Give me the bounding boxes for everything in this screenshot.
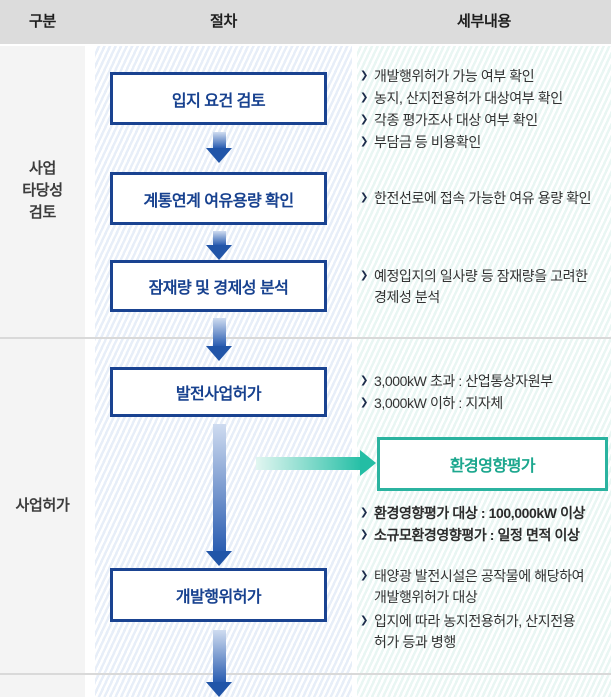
details-column-background xyxy=(357,46,611,697)
section-label-feasibility: 사업 타당성 검토 xyxy=(22,160,63,221)
detail-text: 각종 평가조사 대상 여부 확인 xyxy=(374,112,538,128)
down-arrow-icon xyxy=(206,132,232,163)
detail-text: 농지, 산지전용허가 대상여부 확인 xyxy=(374,90,563,106)
list-item: ❯ 각종 평가조사 대상 여부 확인 xyxy=(360,110,611,131)
detail-text: 개발행위허가 가능 여부 확인 xyxy=(374,68,535,84)
list-item: ❯ 3,000kW 초과 : 산업통상자원부 xyxy=(360,371,611,392)
flow-box-location-review: 입지 요건 검토 xyxy=(110,72,327,125)
section-divider xyxy=(0,337,611,339)
flow-box-label: 발전사업허가 xyxy=(175,386,262,403)
flow-box-development-permit: 개발행위허가 xyxy=(110,568,327,622)
list-item: ❯ 농지, 산지전용허가 대상여부 확인 xyxy=(360,88,611,109)
list-item: ❯ 예정입지의 일사량 등 잠재량을 고려한 경제성 분석 xyxy=(360,266,611,308)
flow-box-potential-analysis: 잠재량 및 경제성 분석 xyxy=(110,260,327,312)
chevron-bullet-icon: ❯ xyxy=(360,92,369,103)
list-item: ❯ 개발행위허가 가능 여부 확인 xyxy=(360,66,611,87)
detail-text: 예정입지의 일사량 등 잠재량을 고려한 경제성 분석 xyxy=(374,268,588,305)
flow-box-label: 잠재량 및 경제성 분석 xyxy=(148,280,289,297)
env-impact-assessment-box: 환경영향평가 xyxy=(377,437,608,491)
detail-text: 3,000kW 이하 : 지자체 xyxy=(374,395,503,411)
header-procedure: 절차 xyxy=(209,13,237,30)
chevron-bullet-icon: ❯ xyxy=(360,136,369,147)
detail-text: 입지에 따라 농지전용허가, 산지전용 허가 등과 병행 xyxy=(374,613,576,650)
right-arrow-icon xyxy=(256,450,376,477)
list-item: ❯ 입지에 따라 농지전용허가, 산지전용 허가 등과 병행 xyxy=(360,611,611,653)
list-item: ❯ 한전선로에 접속 가능한 여유 용량 확인 xyxy=(360,188,611,209)
details-development-permit: ❯ 태양광 발전시설은 공작물에 해당하여 개발행위허가 대상 ❯ 입지에 따라 농… xyxy=(360,566,611,656)
category-column-background xyxy=(0,46,85,697)
chevron-bullet-icon: ❯ xyxy=(360,529,369,540)
down-arrow-icon xyxy=(206,424,232,566)
detail-text: 환경영향평가 대상 : 100,000kW 이상 xyxy=(374,505,586,521)
list-item: ❯ 환경영향평가 대상 : 100,000kW 이상 xyxy=(360,503,611,524)
chevron-bullet-icon: ❯ xyxy=(360,114,369,125)
chevron-bullet-icon: ❯ xyxy=(360,397,369,408)
details-grid-capacity: ❯ 한전선로에 접속 가능한 여유 용량 확인 xyxy=(360,188,611,210)
flow-box-label: 계통연계 여유용량 확인 xyxy=(143,192,294,210)
details-env-assessment: ❯ 환경영향평가 대상 : 100,000kW 이상 ❯ 소규모환경영향평가 : 일… xyxy=(360,503,611,547)
detail-text: 부담금 등 비용확인 xyxy=(374,134,481,150)
detail-text: 태양광 발전시설은 공작물에 해당하여 개발행위허가 대상 xyxy=(374,568,585,605)
flow-box-grid-capacity: 계통연계 여유용량 확인 xyxy=(110,172,327,225)
detail-text: 3,000kW 초과 : 산업통상자원부 xyxy=(374,373,553,389)
chevron-bullet-icon: ❯ xyxy=(360,375,369,386)
list-item: ❯ 부담금 등 비용확인 xyxy=(360,132,611,153)
header-category: 구분 xyxy=(28,13,56,30)
down-arrow-icon xyxy=(206,630,232,697)
chevron-bullet-icon: ❯ xyxy=(360,270,369,281)
detail-text: 한전선로에 접속 가능한 여유 용량 확인 xyxy=(374,190,592,206)
flow-box-label: 입지 요건 검토 xyxy=(171,92,266,110)
down-arrow-icon xyxy=(206,318,232,361)
env-box-label: 환경영향평가 xyxy=(449,458,536,475)
section-divider xyxy=(0,673,611,675)
chevron-bullet-icon: ❯ xyxy=(360,507,369,518)
detail-text: 소규모환경영향평가 : 일정 면적 이상 xyxy=(374,527,580,543)
chevron-bullet-icon: ❯ xyxy=(360,615,369,626)
flow-box-generation-permit: 발전사업허가 xyxy=(110,367,327,417)
flow-box-label: 개발행위허가 xyxy=(175,589,262,606)
details-potential-analysis: ❯ 예정입지의 일사량 등 잠재량을 고려한 경제성 분석 xyxy=(360,266,611,309)
chevron-bullet-icon: ❯ xyxy=(360,570,369,581)
details-location-review: ❯ 개발행위허가 가능 여부 확인 ❯ 농지, 산지전용허가 대상여부 확인 ❯ 각종… xyxy=(360,66,611,154)
list-item: ❯ 태양광 발전시설은 공작물에 해당하여 개발행위허가 대상 xyxy=(360,566,611,608)
header-details: 세부내용 xyxy=(456,13,511,30)
down-arrow-icon xyxy=(206,231,232,260)
details-generation-permit: ❯ 3,000kW 초과 : 산업통상자원부 ❯ 3,000kW 이하 : 지자체 xyxy=(360,371,611,415)
section-label-permit: 사업허가 xyxy=(15,497,70,514)
table-header xyxy=(0,0,611,44)
chevron-bullet-icon: ❯ xyxy=(360,192,369,203)
list-item: ❯ 소규모환경영향평가 : 일정 면적 이상 xyxy=(360,525,611,546)
list-item: ❯ 3,000kW 이하 : 지자체 xyxy=(360,393,611,414)
chevron-bullet-icon: ❯ xyxy=(360,70,369,81)
